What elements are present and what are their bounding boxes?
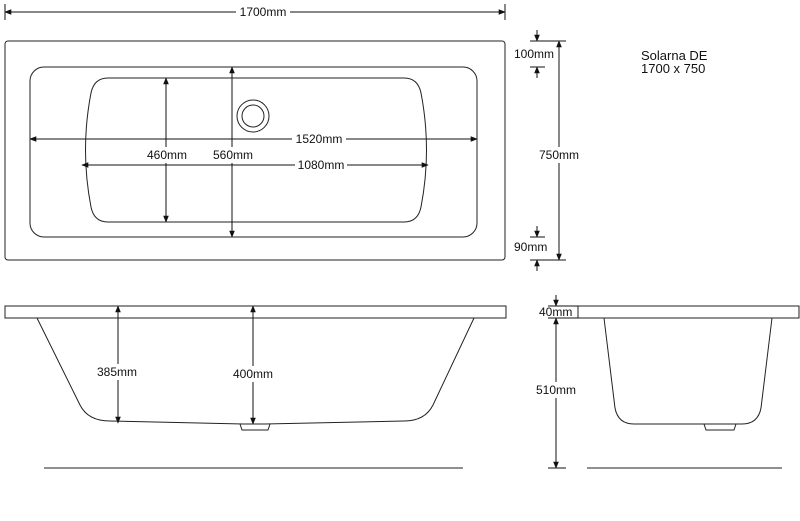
label-total-height: 510mm [536, 383, 576, 397]
label-overall-length: 1700mm [240, 5, 287, 19]
label-rim-thickness: 40mm [539, 305, 572, 319]
label-inner-length: 1520mm [296, 132, 343, 146]
label-base-width: 460mm [147, 148, 187, 162]
plan-base-outline [85, 77, 427, 223]
label-overall-width: 750mm [539, 148, 579, 162]
waste-inner [241, 104, 265, 128]
label-inner-width: 560mm [213, 148, 253, 162]
waste-outer [236, 99, 270, 133]
label-rim-bottom: 90mm [514, 240, 547, 254]
title-model: Solarna DE [641, 48, 708, 63]
label-depth-centre: 400mm [233, 367, 273, 381]
end-foot [703, 423, 737, 431]
plan-outer-outline [4, 40, 506, 261]
side-foot [239, 423, 271, 431]
side-rim [4, 305, 507, 319]
end-body [603, 317, 773, 425]
end-rim [577, 305, 800, 319]
label-depth-end: 385mm [97, 365, 137, 379]
label-rim-top: 100mm [514, 47, 554, 61]
title-size: 1700 x 750 [641, 61, 705, 76]
label-base-length: 1080mm [298, 158, 345, 172]
plan-inner-outline [29, 66, 478, 238]
